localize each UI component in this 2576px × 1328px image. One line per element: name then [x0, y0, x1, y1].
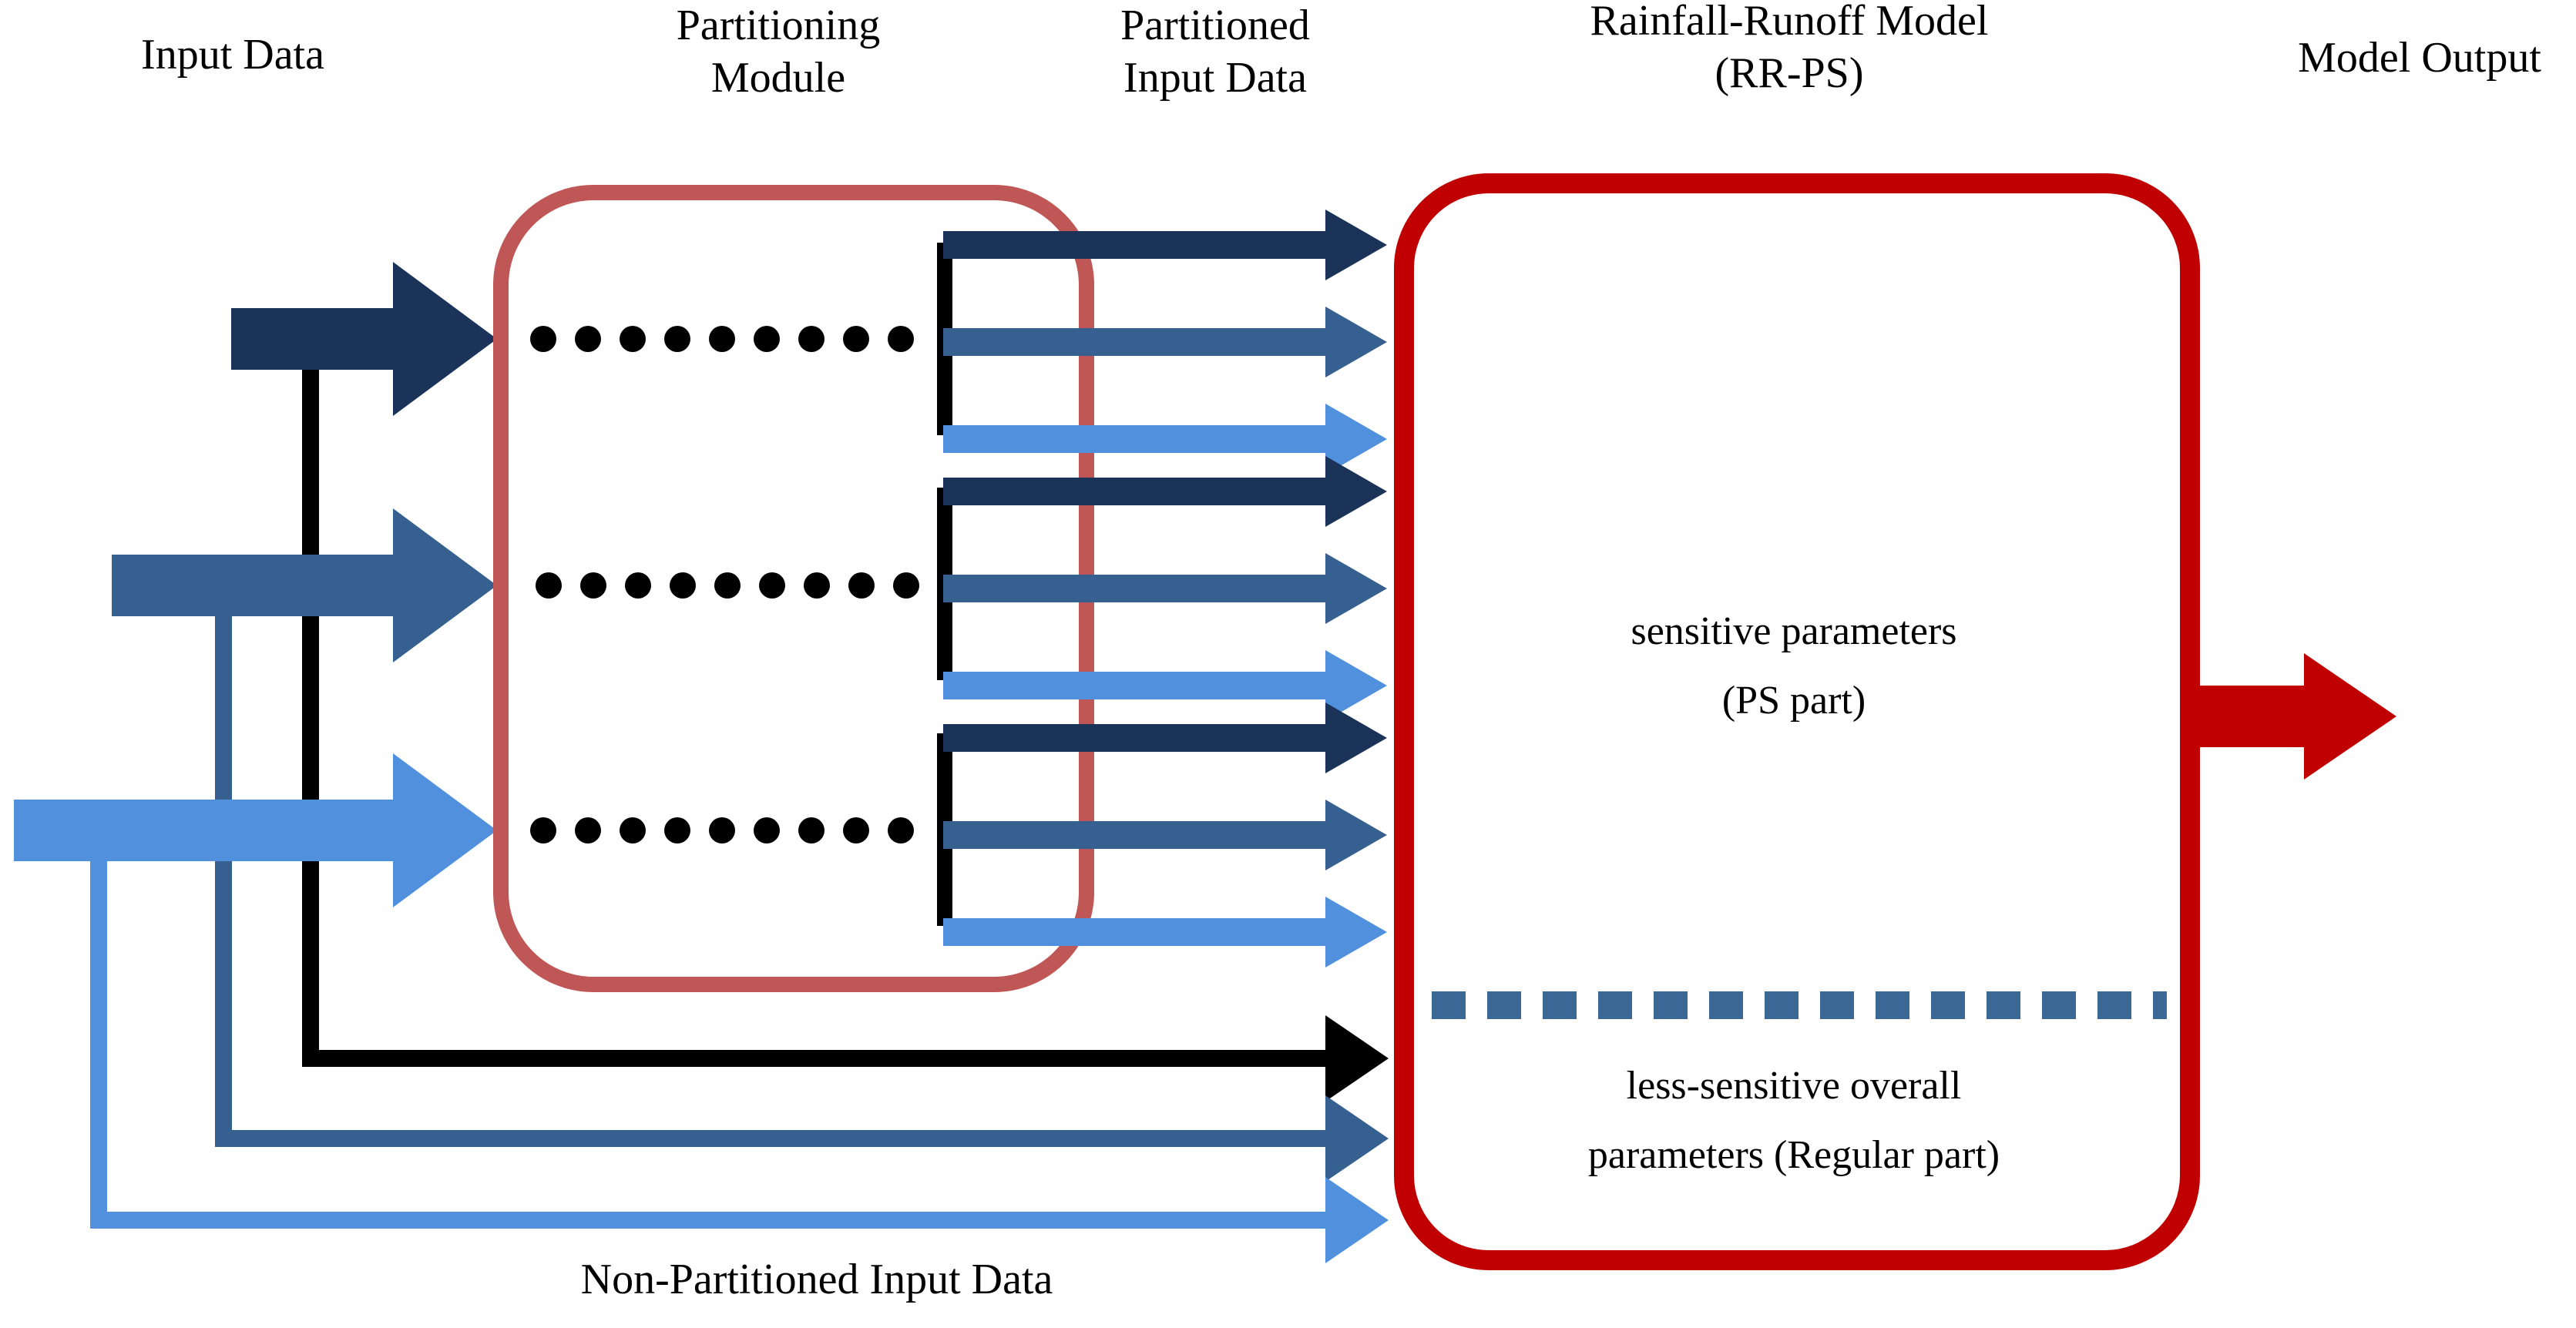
label-rr-model-line1: Rainfall-Runoff Model: [1590, 0, 1989, 45]
partitioned-arrow-2-1: [943, 456, 1387, 527]
label-input-data: Input Data: [141, 31, 324, 79]
label-less-sensitive-line1: less-sensitive overall: [1626, 1064, 1962, 1108]
label-sensitive-parameters-line1: sensitive parameters: [1631, 609, 1957, 653]
label-partitioning-module-line1: Partitioning: [676, 2, 881, 49]
partitioned-arrows: [943, 210, 1387, 967]
model-output-arrow-shape: [2190, 653, 2396, 780]
input-arrow-2: [112, 508, 497, 662]
non-partitioned-arrowheads: [1325, 1015, 1389, 1263]
label-model-output: Model Output: [2298, 34, 2541, 82]
partition-dot-row-2: [536, 572, 919, 599]
non-partitioned-arrowhead-1: [1325, 1015, 1389, 1102]
partitioned-arrow-group-2: [943, 456, 1387, 721]
non-partitioned-arrowhead-2: [1325, 1095, 1389, 1182]
partitioned-arrow-1-2: [943, 307, 1387, 377]
input-arrow-3: [14, 753, 497, 907]
label-partitioning-module-line2: Module: [710, 54, 846, 102]
partitioned-arrow-2-2: [943, 553, 1387, 624]
partitioned-arrow-3-1: [943, 703, 1387, 773]
label-rr-model-line2: (RR-PS): [1715, 49, 1864, 97]
label-less-sensitive-line2: parameters (Regular part): [1587, 1133, 2000, 1177]
partitioned-arrow-group-3: [943, 703, 1387, 967]
partitioned-arrow-1-1: [943, 210, 1387, 280]
partitioned-arrow-3-3: [943, 897, 1387, 967]
non-partitioned-arrowhead-3: [1325, 1177, 1389, 1263]
label-partitioned-input-line2: Input Data: [1123, 54, 1307, 102]
partitioned-arrow-1-3: [943, 404, 1387, 475]
label-partitioned-input-line1: Partitioned: [1120, 2, 1310, 49]
partitioned-arrow-2-3: [943, 650, 1387, 721]
partition-dot-rows: [530, 326, 919, 843]
partition-dot-row-3: [530, 817, 914, 843]
partitioned-arrow-group-1: [943, 210, 1387, 475]
routing-lines: [90, 339, 1356, 1229]
label-non-partitioned-input-data: Non-Partitioned Input Data: [580, 1256, 1053, 1303]
input-arrows: [14, 262, 497, 907]
partition-dot-row-1: [530, 326, 914, 352]
routing-line-stream-2: [215, 585, 1356, 1147]
label-sensitive-parameters-line2: (PS part): [1721, 679, 1866, 723]
model-output-arrow: [2190, 653, 2396, 780]
routing-line-stream-3: [90, 830, 1356, 1229]
partitioned-arrow-3-2: [943, 800, 1387, 870]
input-arrow-1: [231, 262, 497, 416]
